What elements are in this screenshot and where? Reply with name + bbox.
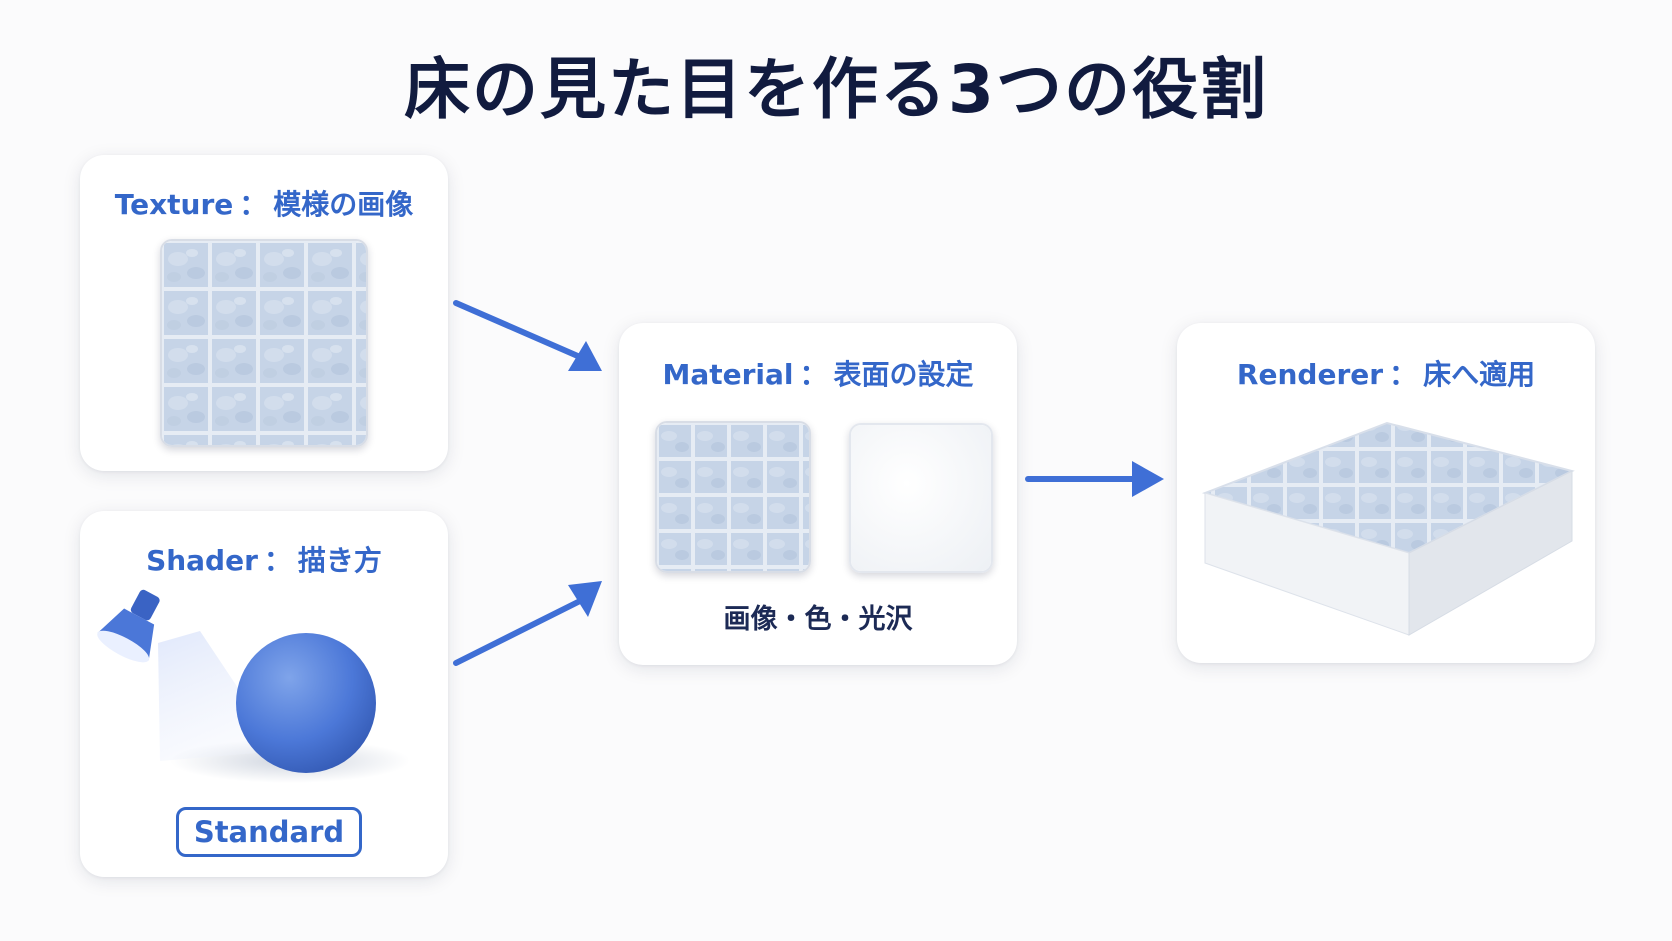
material-caption: 画像・色・光沢 bbox=[723, 604, 913, 635]
shader-name: Shader bbox=[146, 544, 258, 577]
material-color-swatch bbox=[849, 423, 993, 573]
texture-card: Texture：模様の画像 bbox=[80, 155, 448, 471]
texture-role: 模様の画像 bbox=[273, 188, 414, 221]
shader-illustration bbox=[97, 589, 410, 783]
renderer-card-label: Renderer：床へ適用 bbox=[1177, 353, 1595, 393]
shader-role: 描き方 bbox=[297, 544, 382, 577]
texture-separator: ： bbox=[239, 188, 268, 221]
page-title: 床の見た目を作る3つの役割 bbox=[404, 51, 1268, 128]
renderer-separator: ： bbox=[1389, 358, 1418, 391]
material-separator: ： bbox=[799, 358, 828, 391]
texture-name: Texture bbox=[114, 188, 234, 221]
shader-card: Shader：描き方 Standard bbox=[80, 511, 448, 877]
floor-front-right bbox=[1408, 470, 1573, 636]
arrow-shader-to-material bbox=[453, 581, 602, 666]
renderer-card: Renderer：床へ適用 bbox=[1177, 323, 1595, 663]
shader-card-label: Shader：描き方 bbox=[80, 539, 448, 579]
material-card-label: Material：表面の設定 bbox=[619, 353, 1017, 393]
shader-separator: ： bbox=[263, 544, 292, 577]
renderer-role: 床へ適用 bbox=[1423, 358, 1536, 391]
texture-card-label: Texture：模様の画像 bbox=[80, 183, 448, 223]
renderer-name: Renderer bbox=[1236, 358, 1384, 391]
material-tile-image bbox=[655, 421, 811, 573]
sphere-icon bbox=[236, 633, 376, 773]
material-role: 表面の設定 bbox=[833, 358, 974, 391]
floor-block-illustration bbox=[1201, 421, 1575, 636]
material-card: Material：表面の設定 画像・色・光沢 bbox=[619, 323, 1017, 665]
arrow-texture-to-material bbox=[453, 300, 602, 371]
spotlight-icon bbox=[97, 589, 160, 663]
material-name: Material bbox=[662, 358, 794, 391]
arrow-material-to-renderer bbox=[1025, 461, 1164, 497]
standard-badge: Standard bbox=[176, 807, 362, 857]
texture-tile-image bbox=[160, 239, 368, 447]
